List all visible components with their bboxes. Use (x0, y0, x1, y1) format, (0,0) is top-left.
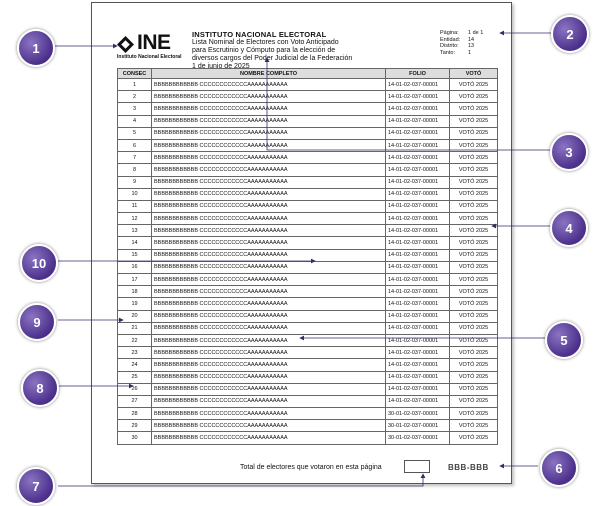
header-date: 1 de junio de 2025 (192, 63, 250, 70)
meta-entidad: Entidad:14 (440, 36, 475, 43)
ine-logo: INE Instituto Nacional Electoral (117, 31, 187, 62)
vote-cell: VOTÓ 2025 (449, 431, 498, 445)
total-label: Total de electores que votaron en esta p… (240, 464, 382, 471)
header-line: diversos cargos del Poder Judicial de la… (192, 55, 353, 62)
header-line: para Escrutinio y Cómputo para la elecci… (192, 47, 336, 54)
document-header: INSTITUTO NACIONAL ELECTORAL Lista Nomin… (192, 30, 392, 71)
callout-5: 5 (545, 321, 583, 359)
callout-8: 8 (21, 369, 59, 407)
callout-9: 9 (18, 303, 56, 341)
page-meta: Página:1 de 1 Entidad:14 Distrito:13 Tan… (440, 30, 500, 56)
callout-7: 7 (17, 467, 55, 505)
callout-3: 3 (550, 133, 588, 171)
header-line: Lista Nominal de Electores con Voto Anti… (192, 39, 339, 46)
callout-4: 4 (550, 209, 588, 247)
callout-2: 2 (551, 15, 589, 53)
header-title: INSTITUTO NACIONAL ELECTORAL (192, 30, 327, 39)
logo-text: INE (137, 31, 171, 54)
total-input[interactable] (404, 460, 430, 473)
folio-cell: 30-01-02-037-00001 (385, 431, 450, 445)
ine-logo-icon (117, 36, 134, 53)
page-code: BBB-BBB (448, 463, 489, 472)
meta-page: Página:1 de 1 (440, 30, 484, 36)
callout-6: 6 (540, 449, 578, 487)
callout-1: 1 (17, 29, 55, 67)
meta-distrito: Distrito:13 (440, 43, 475, 49)
vote-cell: VOTÓ 2025 (449, 77, 498, 92)
consec-cell: 30 (117, 431, 152, 445)
callout-10: 10 (20, 244, 58, 282)
logo-subtitle: Instituto Nacional Electoral (117, 54, 182, 60)
meta-tanto: Tanto:1 (440, 49, 472, 56)
